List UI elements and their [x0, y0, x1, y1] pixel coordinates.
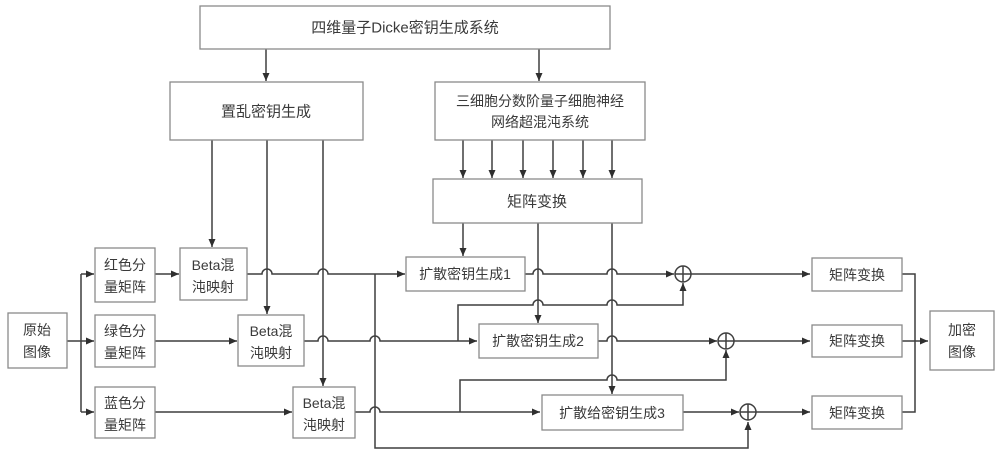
matrix-transform-g-label: 矩阵变换 — [829, 333, 885, 349]
hyperchaos-label-line2: 网络超混沌系统 — [491, 114, 589, 130]
node-original-image: 原始 图像 — [8, 313, 67, 368]
diffusion-key-2-label: 扩散密钥生成2 — [492, 333, 584, 349]
hyperchaos-box — [435, 82, 645, 140]
xor-icon-3 — [740, 404, 756, 420]
node-matrix-transform-b: 矩阵变换 — [812, 396, 902, 429]
beta-map-1-label-line1: Beta混 — [192, 257, 235, 273]
original-image-label-line2: 图像 — [23, 344, 51, 360]
beta-map-3-label-line1: Beta混 — [303, 395, 346, 411]
beta-map-3-label-line2: 沌映射 — [303, 417, 345, 433]
original-image-label-line1: 原始 — [23, 322, 51, 338]
node-beta-map-1: Beta混 沌映射 — [180, 248, 247, 300]
node-hyperchaos: 三细胞分数阶量子细胞神经 网络超混沌系统 — [435, 82, 645, 140]
node-scramble-key: 置乱密钥生成 — [170, 82, 363, 140]
edge-mtb-merge — [902, 341, 915, 412]
top-system-label: 四维量子Dicke密钥生成系统 — [311, 20, 499, 37]
node-diffusion-key-1: 扩散密钥生成1 — [406, 257, 525, 291]
red-matrix-label-line1: 红色分 — [104, 257, 146, 273]
matrix-transform-r-label: 矩阵变换 — [829, 267, 885, 283]
matrix-transform-b-label: 矩阵变换 — [829, 405, 885, 421]
edge-mtr-merge — [902, 274, 915, 341]
node-beta-map-3: Beta混 沌映射 — [293, 387, 355, 438]
blue-matrix-label-line1: 蓝色分 — [104, 395, 146, 411]
red-matrix-label-line2: 量矩阵 — [104, 279, 146, 295]
node-green-matrix: 绿色分 量矩阵 — [95, 315, 155, 367]
encrypted-image-label-line1: 加密 — [948, 322, 976, 338]
node-encrypted-image: 加密 图像 — [930, 311, 994, 370]
matrix-transform-mid-label: 矩阵变换 — [507, 194, 567, 211]
node-diffusion-key-3: 扩散给密钥生成3 — [542, 395, 683, 430]
edge-beta3-to-diff3 — [355, 407, 540, 412]
encrypted-image-box — [930, 311, 994, 370]
beta-map-2-label-line2: 沌映射 — [250, 345, 292, 361]
node-diffusion-key-2: 扩散密钥生成2 — [479, 324, 598, 358]
hyperchaos-label-line1: 三细胞分数阶量子细胞神经 — [456, 93, 624, 109]
beta-map-1-label-line2: 沌映射 — [192, 279, 234, 295]
green-matrix-label-line2: 量矩阵 — [104, 345, 146, 361]
edge-beta1-to-diff1 — [247, 269, 405, 274]
encrypted-image-label-line2: 图像 — [948, 344, 976, 360]
node-blue-matrix: 蓝色分 量矩阵 — [95, 387, 155, 438]
green-matrix-label-line1: 绿色分 — [104, 323, 146, 339]
node-beta-map-2: Beta混 沌映射 — [238, 315, 304, 366]
xor-icon-2 — [718, 333, 734, 349]
edge-beta2-to-diff2 — [304, 336, 477, 341]
edge-diff1-to-xor1 — [525, 269, 674, 274]
xor-icon-1 — [675, 266, 691, 282]
scramble-key-label: 置乱密钥生成 — [221, 104, 311, 121]
node-red-matrix: 红色分 量矩阵 — [95, 248, 155, 302]
node-matrix-transform-r: 矩阵变换 — [812, 258, 902, 291]
edge-diff2-to-xor2 — [598, 336, 717, 341]
node-matrix-transform-mid: 矩阵变换 — [433, 179, 642, 223]
node-top-system: 四维量子Dicke密钥生成系统 — [200, 6, 610, 49]
blue-matrix-label-line2: 量矩阵 — [104, 417, 146, 433]
diffusion-key-1-label: 扩散密钥生成1 — [419, 266, 511, 282]
beta-map-2-label-line1: Beta混 — [250, 323, 293, 339]
node-matrix-transform-g: 矩阵变换 — [812, 325, 902, 357]
diffusion-key-3-label: 扩散给密钥生成3 — [559, 405, 665, 421]
